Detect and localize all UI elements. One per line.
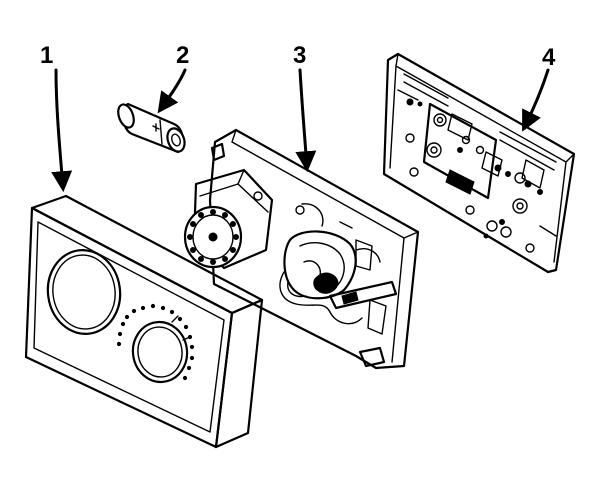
leader-arrow-4 (522, 68, 550, 132)
part-label-2: 2 (176, 42, 190, 69)
part-label-3: 3 (293, 42, 307, 69)
wall-subbase-plate-icon (382, 52, 576, 274)
part-label-1: 1 (40, 42, 54, 69)
leader-arrow-1 (51, 68, 73, 193)
part-label-4: 4 (542, 44, 556, 71)
thermostat-base-mechanism-icon (183, 128, 420, 370)
leader-arrow-2 (157, 68, 187, 114)
leader-arrow-3 (295, 68, 317, 173)
battery-icon (117, 102, 186, 154)
